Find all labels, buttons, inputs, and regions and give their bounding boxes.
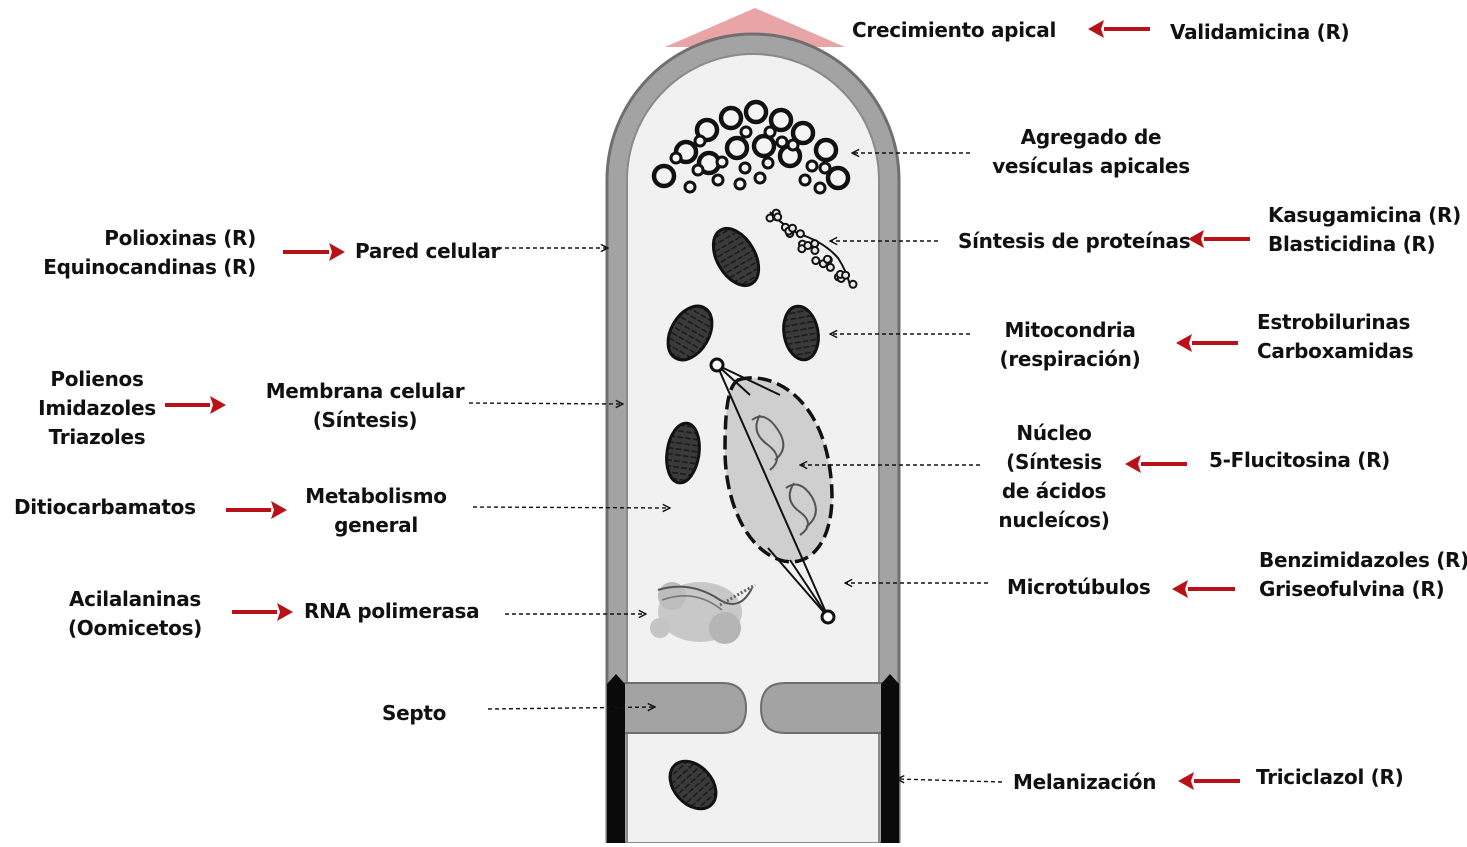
vesicle-icon [735,179,745,189]
rna-polymerase-label: RNA polimerasa [304,597,479,626]
vesicle-icon [713,175,723,185]
vesicle-icon [807,161,817,171]
vesicle-icon [693,165,703,175]
red-arrow-icon [1176,334,1238,352]
vesicle-icon [740,163,750,173]
vesicles-label: Agregado de vesículas apicales [981,123,1201,181]
nucleus-label: Núcleo (Síntesis de ácidos nucleícos) [985,419,1123,535]
red-arrow-icon [1172,580,1235,598]
vesicle-icon [816,140,836,160]
rna-polymerase-drugs: Acilalaninas (Oomicetos) [40,585,230,643]
vesicle-icon [695,136,705,146]
vesicle-icon [746,102,766,122]
growth-drug: Validamicina (R) [1170,18,1349,47]
vesicle-icon [755,173,765,183]
vesicle-icon [828,168,848,188]
vesicle-icon [721,108,741,128]
dashed-pointer-icon [469,403,623,404]
vesicle-icon [815,183,825,193]
melanization-label: Melanización [1013,768,1156,797]
vesicle-icon [717,157,727,167]
microtubules-label: Microtúbulos [1007,573,1150,602]
dashed-pointer-icon [897,779,1002,782]
vesicle-icon [654,166,674,186]
red-arrow-icon [1125,455,1187,473]
ribosome-icon [811,247,818,254]
protein-synthesis-label: Síntesis de proteínas [958,227,1190,256]
protein-synthesis-drugs: Kasugamicina (R) Blasticidina (R) [1268,201,1461,259]
vesicle-icon [754,136,774,156]
ribosome-icon [812,257,819,264]
vesicle-icon [671,153,681,163]
red-arrow-icon [1178,772,1240,790]
ribosome-icon [850,281,857,288]
red-arrow-icon [165,396,226,414]
vesicle-icon [741,127,751,137]
red-arrow-icon [283,243,345,261]
red-arrow-icon [1188,230,1250,248]
ribosome-icon [797,230,804,237]
membrane-drugs: Polienos Imidazoles Triazoles [20,365,174,452]
cell-wall-label: Pared celular [355,237,500,266]
ribosome-icon [824,256,831,263]
vesicle-icon [727,138,747,158]
septum-label: Septo [382,699,446,728]
melanization-drugs: Triciclazol (R) [1256,763,1403,792]
vesicle-icon [763,158,773,168]
vesicle-icon [765,127,775,137]
nucleus-drugs: 5-Flucitosina (R) [1209,446,1390,475]
growth-label: Crecimiento apical [852,16,1056,45]
cell-wall-drugs: Polioxinas (R) Equinocandinas (R) [20,224,256,282]
red-arrow-icon [226,501,287,519]
ribosome-icon [842,272,849,279]
red-arrow-icon [232,603,293,621]
membrane-label: Membrana celular (Síntesis) [255,377,475,435]
vesicle-icon [685,182,695,192]
ribosome-icon [774,214,781,221]
vesicle-icon [800,175,810,185]
vesicle-icon [788,140,798,150]
metabolism-label: Metabolismo general [290,482,462,540]
vesicle-icon [777,137,787,147]
red-arrow-icon [1088,20,1150,38]
vesicle-icon [820,163,830,173]
microtubules-drugs: Benzimidazoles (R) Griseofulvina (R) [1259,546,1467,604]
mitochondria-drugs: Estrobilurinas Carboxamidas [1257,308,1413,366]
metabolism-drugs: Ditiocarbamatos [14,493,196,522]
ribosome-icon [827,264,834,271]
ribosome-icon [789,225,796,232]
mitochondria-label: Mitocondria (respiración) [985,316,1155,374]
